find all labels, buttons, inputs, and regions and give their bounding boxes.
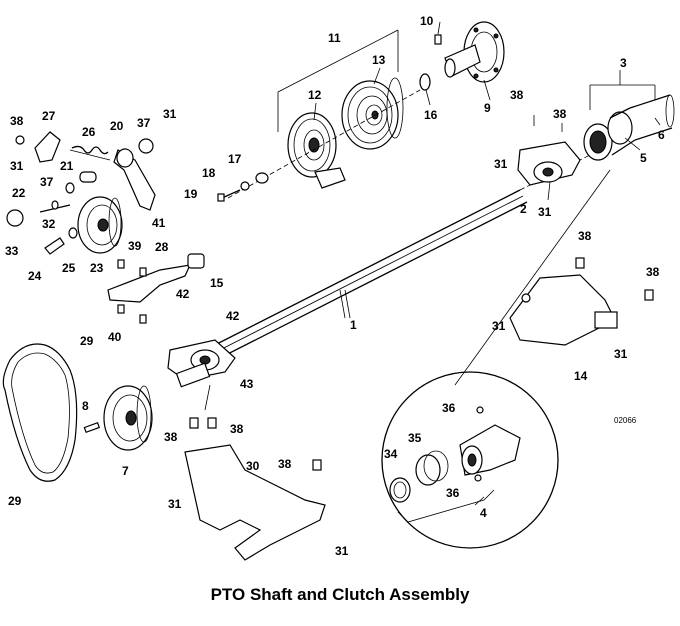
- callout-33: 33: [5, 244, 19, 258]
- callout-30: 30: [246, 459, 260, 473]
- idler-pulley-23: [77, 196, 123, 254]
- bolt-10: [434, 34, 442, 45]
- flange-hub: [444, 21, 505, 83]
- callout-38a: 38: [10, 114, 24, 128]
- callout-15: 15: [210, 276, 224, 290]
- callout-16: 16: [424, 108, 438, 122]
- bracket-30: [184, 417, 326, 561]
- callout-36b: 36: [446, 486, 460, 500]
- callout-29a: 29: [80, 334, 94, 348]
- callout-23: 23: [90, 261, 104, 275]
- callout-27: 27: [42, 109, 56, 123]
- callout-37a: 37: [137, 116, 151, 130]
- callout-31h: 31: [335, 544, 349, 558]
- callout-18: 18: [202, 166, 216, 180]
- callout-31d: 31: [538, 205, 552, 219]
- callout-7: 7: [122, 464, 129, 478]
- rear-bearing-block: [517, 141, 581, 186]
- callout-2: 2: [520, 202, 527, 216]
- callout-21: 21: [60, 159, 74, 173]
- diagram-caption: PTO Shaft and Clutch Assembly: [210, 585, 470, 604]
- callout-22: 22: [12, 186, 26, 200]
- callout-43: 43: [240, 377, 254, 391]
- callout-32: 32: [42, 217, 56, 231]
- u-joint-detail-circle: [381, 169, 611, 549]
- callout-36a: 36: [442, 401, 456, 415]
- callout-41: 41: [152, 216, 166, 230]
- callout-31g: 31: [168, 497, 182, 511]
- callout-5: 5: [640, 151, 647, 165]
- callout-31b: 31: [10, 159, 24, 173]
- bolt-24-washer-25: [44, 227, 78, 255]
- callout-12: 12: [308, 88, 322, 102]
- hardware-17-18-19: [217, 172, 269, 202]
- callout-31e: 31: [492, 319, 506, 333]
- drive-pulley-7: [103, 385, 153, 451]
- callout-17: 17: [228, 152, 242, 166]
- callout-3: 3: [620, 56, 627, 70]
- callout-14: 14: [574, 369, 588, 383]
- callout-8: 8: [82, 399, 89, 413]
- bracket-14: [509, 257, 654, 346]
- callout-37b: 37: [40, 175, 54, 189]
- callout-26: 26: [82, 125, 96, 139]
- callout-10: 10: [420, 14, 434, 28]
- callout-24: 24: [28, 269, 42, 283]
- callout-38h: 38: [278, 457, 292, 471]
- callout-38d: 38: [578, 229, 592, 243]
- callout-38e: 38: [646, 265, 660, 279]
- callout-31c: 31: [494, 157, 508, 171]
- callout-38c: 38: [553, 107, 567, 121]
- callout-42a: 42: [176, 287, 190, 301]
- callout-28: 28: [155, 240, 169, 254]
- bolt-22-and-cap-33: [6, 200, 71, 227]
- callout-29b: 29: [8, 494, 22, 508]
- callout-4: 4: [480, 506, 487, 520]
- callout-39: 39: [128, 239, 142, 253]
- callout-38b: 38: [510, 88, 524, 102]
- callout-38f: 38: [164, 430, 178, 444]
- callout-6: 6: [658, 128, 665, 142]
- callout-31f: 31: [614, 347, 628, 361]
- callout-34: 34: [384, 447, 398, 461]
- clutch-pulley-12: [287, 112, 346, 189]
- callout-42b: 42: [226, 309, 240, 323]
- bracket-28: [107, 253, 205, 324]
- callout-20: 20: [110, 119, 124, 133]
- callout-13: 13: [372, 53, 386, 67]
- callout-40: 40: [108, 330, 122, 344]
- callout-25: 25: [62, 261, 76, 275]
- callout-9: 9: [484, 101, 491, 115]
- clutch-pulley-13: [341, 77, 404, 150]
- idler-arm-assembly: [15, 131, 156, 211]
- callout-38g: 38: [230, 422, 244, 436]
- front-bearing-block: [167, 339, 236, 388]
- callout-35: 35: [408, 431, 422, 445]
- drive-belt: [2, 343, 78, 482]
- u-joint-coupler: [583, 94, 675, 161]
- callout-11: 11: [328, 31, 341, 45]
- callout-31a: 31: [163, 107, 177, 121]
- callout-19: 19: [184, 187, 198, 201]
- callout-1: 1: [350, 318, 357, 332]
- washer-16: [419, 73, 431, 91]
- leader-lines: [204, 21, 661, 506]
- callout-labels: 1 2 3 4 5 6 7 8 9 10 11 12 13 14 15 16 1…: [5, 14, 665, 558]
- drawing-code: 02066: [614, 416, 637, 425]
- key-8: [83, 422, 101, 434]
